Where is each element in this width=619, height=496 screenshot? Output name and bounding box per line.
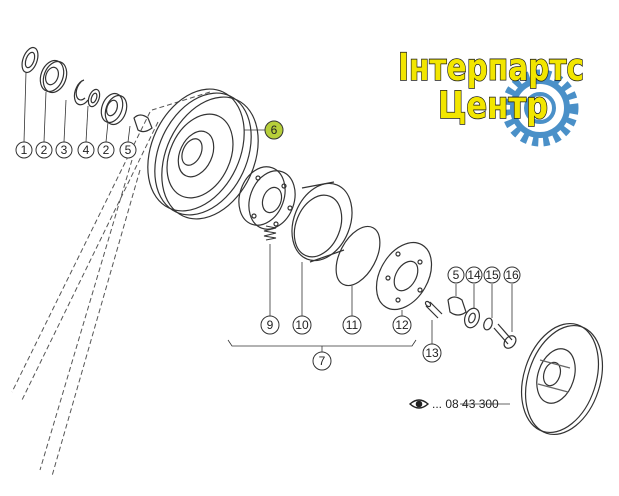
- svg-text:2: 2: [103, 143, 110, 157]
- snap-ring-part: [73, 79, 89, 106]
- svg-text:1: 1: [21, 143, 28, 157]
- svg-text:9: 9: [267, 318, 274, 332]
- svg-text:10: 10: [295, 318, 309, 332]
- callout-7: 7: [312, 351, 332, 371]
- damper-ring-part: [291, 181, 353, 263]
- svg-text:16: 16: [505, 268, 519, 282]
- flange-part: [375, 241, 433, 311]
- split-cone-part: [133, 114, 153, 133]
- svg-text:12: 12: [395, 318, 409, 332]
- logo-line-2: Центр: [438, 84, 548, 127]
- logo: Інтерпартс Центр: [397, 45, 585, 147]
- callout-2: 2: [35, 141, 53, 159]
- callout-15: 15: [483, 266, 501, 284]
- drive-belt: [11, 91, 211, 477]
- washer-part: [87, 88, 101, 108]
- callout-5b: 5: [447, 266, 465, 284]
- callout-14: 14: [465, 266, 483, 284]
- callout-13: 13: [422, 343, 442, 363]
- spring-part: [263, 225, 277, 241]
- svg-text:5: 5: [125, 143, 132, 157]
- leader-lines: [23, 71, 513, 405]
- svg-text:11: 11: [346, 318, 359, 332]
- reference-number: ... 08 43 300: [432, 397, 499, 411]
- gear-icon: [501, 69, 579, 147]
- callout-5: 5: [119, 141, 137, 159]
- svg-text:14: 14: [467, 268, 481, 282]
- svg-text:13: 13: [425, 346, 439, 360]
- svg-text:3: 3: [61, 143, 68, 157]
- svg-text:6: 6: [271, 123, 278, 137]
- svg-text:4: 4: [83, 143, 90, 157]
- reference-link[interactable]: ... 08 43 300: [408, 397, 499, 411]
- svg-text:15: 15: [485, 268, 499, 282]
- logo-line-1: Інтерпартс: [398, 46, 584, 89]
- callout-3: 3: [55, 141, 73, 159]
- damper-hub-part: [238, 166, 296, 230]
- callout-1: 1: [15, 141, 33, 159]
- pin-part: [424, 300, 443, 319]
- callout-11: 11: [342, 315, 362, 335]
- pulley-part: [147, 88, 259, 220]
- cup-washer-part: [463, 307, 481, 329]
- callout-12: 12: [392, 315, 412, 335]
- callout-6-highlighted: 6: [264, 120, 284, 140]
- bearing-part: [39, 59, 68, 94]
- seal-ring-part: [21, 46, 39, 74]
- svg-text:7: 7: [319, 354, 326, 368]
- callout-2b: 2: [97, 141, 115, 159]
- svg-text:5: 5: [453, 268, 460, 282]
- split-cone-part-2: [447, 296, 467, 316]
- callout-16: 16: [503, 266, 521, 284]
- callout-9: 9: [260, 315, 280, 335]
- bolt-part: [493, 323, 517, 349]
- eye-icon: [408, 399, 430, 409]
- callout-4: 4: [77, 141, 95, 159]
- lock-washer-part: [483, 317, 493, 331]
- flywheel-reference: [521, 322, 603, 436]
- svg-text:2: 2: [41, 143, 48, 157]
- callout-10: 10: [292, 315, 312, 335]
- bearing-part-2: [100, 92, 128, 126]
- o-ring-part: [335, 225, 381, 287]
